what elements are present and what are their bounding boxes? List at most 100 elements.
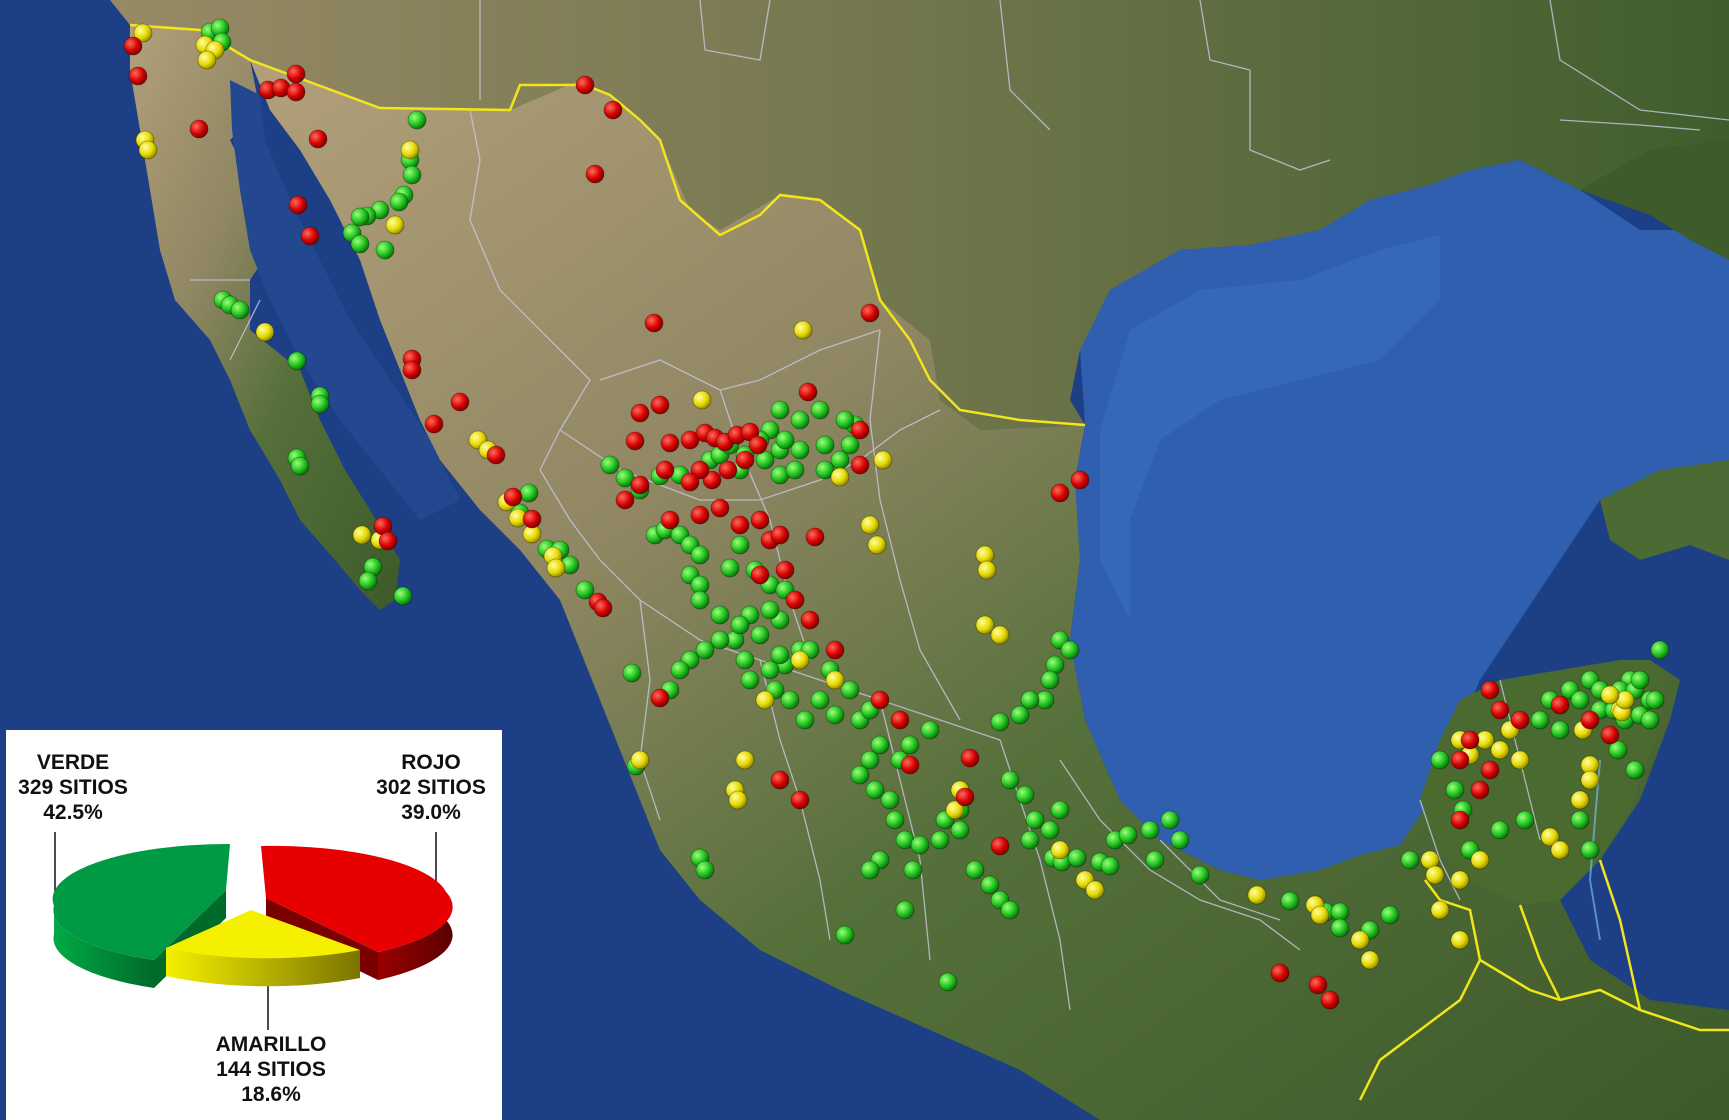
site-marker-green xyxy=(375,240,395,260)
site-marker-green xyxy=(790,440,810,460)
site-marker-green xyxy=(1190,865,1210,885)
site-marker-green xyxy=(965,860,985,880)
site-marker-red xyxy=(1270,963,1290,983)
site-marker-red xyxy=(650,395,670,415)
site-marker-red xyxy=(850,420,870,440)
site-marker-green xyxy=(810,400,830,420)
site-marker-green xyxy=(895,900,915,920)
pie-chart xyxy=(52,832,453,1030)
site-marker-green xyxy=(690,545,710,565)
site-marker-red xyxy=(128,66,148,86)
site-marker-yellow xyxy=(546,558,566,578)
site-marker-yellow xyxy=(1430,900,1450,920)
site-marker-red xyxy=(790,790,810,810)
site-marker-green xyxy=(695,860,715,880)
site-marker-yellow xyxy=(1425,865,1445,885)
site-marker-red xyxy=(1600,725,1620,745)
mexico-mainland xyxy=(250,60,1729,1120)
site-marker-red xyxy=(890,710,910,730)
site-marker-green xyxy=(825,705,845,725)
legend-rojo-count: 302 SITIOS xyxy=(376,776,486,799)
site-marker-yellow xyxy=(825,670,845,690)
site-marker-red xyxy=(1320,990,1340,1010)
site-marker-green xyxy=(815,460,835,480)
site-marker-green xyxy=(407,110,427,130)
florida xyxy=(1580,140,1729,260)
site-marker-red xyxy=(1480,680,1500,700)
site-marker-green xyxy=(1100,856,1120,876)
site-marker-green xyxy=(785,460,805,480)
site-marker-green xyxy=(1025,810,1045,830)
site-marker-green xyxy=(1645,690,1665,710)
slice-amarillo xyxy=(166,910,360,959)
site-marker-green xyxy=(393,586,413,606)
site-marker-green xyxy=(780,690,800,710)
site-markers xyxy=(123,18,1670,1010)
site-marker-green xyxy=(870,735,890,755)
site-marker-green xyxy=(1020,690,1040,710)
site-marker-red xyxy=(189,119,209,139)
site-marker-yellow xyxy=(630,750,650,770)
site-marker-yellow xyxy=(830,467,850,487)
site-marker-green xyxy=(900,735,920,755)
site-marker-green xyxy=(1280,891,1300,911)
site-marker-red xyxy=(1050,483,1070,503)
site-marker-green xyxy=(903,860,923,880)
site-marker-red xyxy=(288,195,308,215)
site-marker-green xyxy=(830,450,850,470)
site-marker-green xyxy=(980,875,1000,895)
site-marker-red xyxy=(770,525,790,545)
site-marker-green xyxy=(1140,820,1160,840)
site-marker-yellow xyxy=(735,750,755,770)
site-marker-yellow xyxy=(873,450,893,470)
site-marker-green xyxy=(920,720,940,740)
site-marker-red xyxy=(660,510,680,530)
site-marker-yellow xyxy=(692,390,712,410)
site-marker-green xyxy=(1490,820,1510,840)
site-marker-green xyxy=(1570,690,1590,710)
site-marker-green xyxy=(1625,760,1645,780)
site-marker-yellow xyxy=(990,625,1010,645)
site-marker-green xyxy=(710,630,730,650)
usa-land xyxy=(0,0,1729,430)
site-marker-green xyxy=(840,435,860,455)
site-marker-red xyxy=(286,82,306,102)
site-marker-green xyxy=(1015,785,1035,805)
site-marker-yellow xyxy=(975,615,995,635)
site-marker-green xyxy=(1608,740,1628,760)
site-marker-green xyxy=(690,590,710,610)
site-marker-green xyxy=(230,300,250,320)
site-marker-yellow xyxy=(793,320,813,340)
site-marker-green xyxy=(755,450,775,470)
site-marker-green xyxy=(795,710,815,730)
site-marker-green xyxy=(1530,710,1550,730)
site-marker-green xyxy=(1650,640,1670,660)
site-marker-green xyxy=(1060,640,1080,660)
site-marker-yellow xyxy=(1050,840,1070,860)
site-marker-green xyxy=(1330,918,1350,938)
site-marker-green xyxy=(1020,830,1040,850)
site-marker-green xyxy=(1040,820,1060,840)
site-marker-red xyxy=(1308,975,1328,995)
legend-amarillo: AMARILLO 144 SITIOS 18.6% xyxy=(206,1032,336,1107)
site-marker-yellow xyxy=(1350,930,1370,950)
site-marker-red xyxy=(308,129,328,149)
site-marker-green xyxy=(670,660,690,680)
site-marker-red xyxy=(1070,470,1090,490)
site-marker-red xyxy=(805,527,825,547)
site-marker-red xyxy=(603,100,623,120)
site-marker-red xyxy=(730,515,750,535)
site-marker-yellow xyxy=(977,560,997,580)
site-marker-red xyxy=(644,313,664,333)
site-marker-yellow xyxy=(385,215,405,235)
site-marker-green xyxy=(880,790,900,810)
legend-rojo-percent: 39.0% xyxy=(401,801,461,824)
site-marker-green xyxy=(1170,830,1190,850)
site-marker-green xyxy=(519,483,539,503)
site-marker-green xyxy=(600,455,620,475)
slice-amarillo-side xyxy=(166,948,360,987)
site-marker-red xyxy=(655,460,675,480)
site-marker-yellow xyxy=(945,800,965,820)
yucatan-peninsula xyxy=(1420,660,1665,905)
site-marker-red xyxy=(870,690,890,710)
